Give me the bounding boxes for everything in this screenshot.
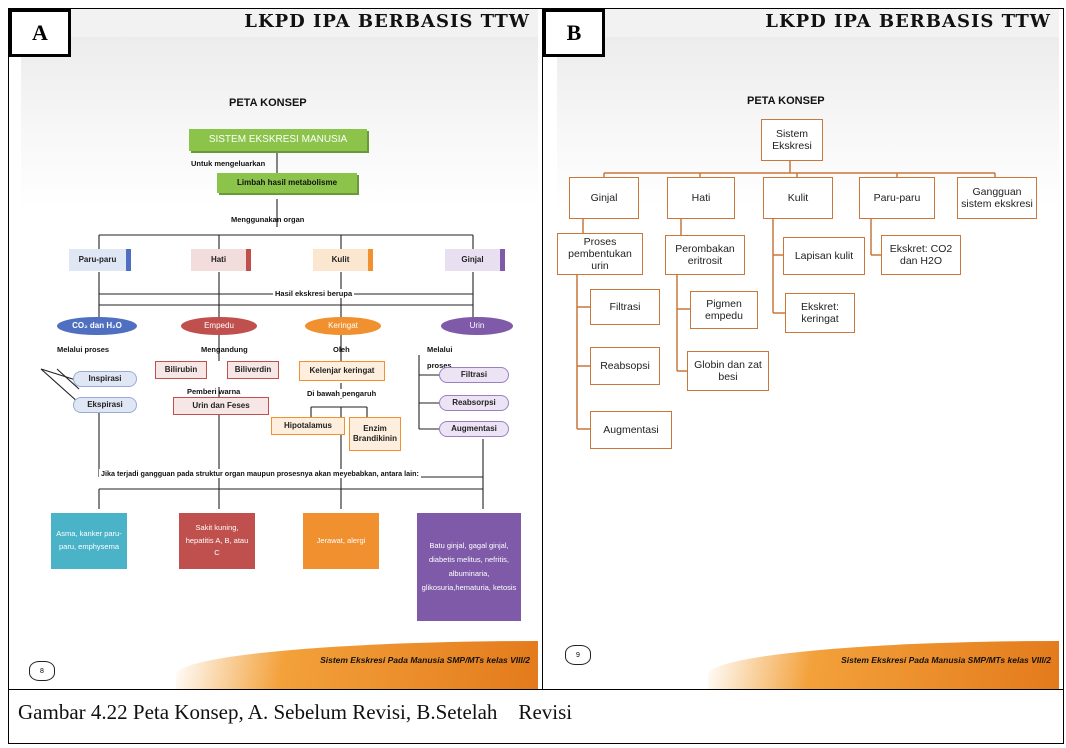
link-melalui: Melalui [427, 345, 453, 354]
organ-ginjal: Ginjal [445, 249, 505, 271]
disease-paru-paru: Asma, kanker paru-paru, emphysema [51, 513, 127, 569]
page-header-bar [21, 9, 538, 37]
node-ginjal: Ginjal [569, 177, 639, 219]
concept-map-title: PETA KONSEP [747, 95, 825, 107]
node-filtrasi: Filtrasi [590, 289, 660, 325]
node-globin-zat-besi: Globin dan zat besi [687, 351, 769, 391]
footer-wave-decoration [707, 641, 1059, 689]
panel-a: LKPD IPA BERBASIS TTW [9, 9, 542, 689]
node-paru-paru: Paru-paru [859, 177, 935, 219]
node-reabsorpsi: Reabsorpsi [439, 395, 509, 411]
worksheet-header-title: LKPD IPA BERBASIS TTW [244, 11, 530, 32]
organ-kulit: Kulit [313, 249, 373, 271]
concept-map-connectors [576, 161, 996, 430]
footer-subject-text: Sistem Ekskresi Pada Manusia SMP/MTs kel… [320, 655, 530, 665]
node-reabsopsi: Reabsopsi [590, 347, 660, 385]
node-urin-feses: Urin dan Feses [173, 397, 269, 415]
link-di-bawah-pengaruh: Di bawah pengaruh [307, 389, 377, 398]
node-biliverdin: Biliverdin [227, 361, 279, 379]
root-node-sistem-ekskresi: SISTEM EKSKRESI MANUSIA [189, 129, 367, 151]
panel-b: LKPD IPA BERBASIS TTW [543, 9, 1063, 689]
node-proses-pembentukan-urin: Proses pembentukan urin [557, 233, 643, 275]
link-proses: proses [427, 361, 452, 370]
link-pemberi-warna: Pemberi warna [187, 387, 241, 396]
page-number-badge: 9 [565, 645, 591, 665]
node-ekskret-co2-h2o: Ekskret: CO2 dan H2O [881, 235, 961, 275]
node-hipotalamus: Hipotalamus [271, 417, 345, 435]
worksheet-header-title: LKPD IPA BERBASIS TTW [765, 11, 1051, 32]
product-keringat: Keringat [305, 317, 381, 335]
node-augmentasi: Augmentasi [590, 411, 672, 449]
link-melalui-proses: Melalui proses [57, 345, 110, 354]
figure-caption: Gambar 4.22 Peta Konsep, A. Sebelum Revi… [18, 700, 573, 724]
concept-map-title: PETA KONSEP [229, 97, 307, 109]
node-bilirubin: Bilirubin [155, 361, 207, 379]
node-ekspirasi: Ekspirasi [73, 397, 137, 413]
page-footer-a: Sistem Ekskresi Pada Manusia SMP/MTs kel… [21, 619, 538, 689]
footer-subject-text: Sistem Ekskresi Pada Manusia SMP/MTs kel… [841, 655, 1051, 665]
link-hasil-ekskresi: Hasil ekskresi berupa [273, 289, 355, 298]
page-number-badge: 8 [29, 661, 55, 681]
node-pigmen-empedu: Pigmen empedu [690, 291, 758, 329]
product-urin: Urin [441, 317, 513, 335]
node-gangguan-sistem-ekskresi: Gangguan sistem ekskresi [957, 177, 1037, 219]
worksheet-page-a: LKPD IPA BERBASIS TTW [21, 9, 538, 689]
panel-label-a: A [9, 9, 71, 57]
disease-ginjal: Batu ginjal, gagal ginjal, diabetis meli… [417, 513, 521, 621]
footer-wave-decoration [176, 641, 538, 689]
product-co2-h2o: CO₂ dan H₂O [57, 317, 137, 335]
disease-hati: Sakit kuning, hepatitis A, B, atau C [179, 513, 255, 569]
node-inspirasi: Inspirasi [73, 371, 137, 387]
node-augmentasi: Augmentasi [439, 421, 509, 437]
node-kelenjar-keringat: Kelenjar keringat [299, 361, 385, 381]
node-perombakan-eritrosit: Perombakan eritrosit [665, 235, 745, 275]
node-kulit: Kulit [763, 177, 833, 219]
root-node-sistem-ekskresi: Sistem Ekskresi [761, 119, 823, 161]
link-oleh: Oleh [333, 345, 350, 354]
figure-frame [8, 8, 1064, 744]
page-header-bar [557, 9, 1059, 37]
node-filtrasi: Filtrasi [439, 367, 509, 383]
page-footer-b: Sistem Ekskresi Pada Manusia SMP/MTs kel… [557, 619, 1059, 689]
link-gangguan: Jika terjadi gangguan pada struktur orga… [99, 469, 421, 478]
link-menggunakan-organ: Menggunakan organ [231, 215, 305, 224]
node-limbah-metabolisme: Limbah hasil metabolisme [217, 173, 357, 193]
organ-hati: Hati [191, 249, 251, 271]
caption-divider [8, 689, 1064, 690]
link-untuk-mengeluarkan: Untuk mengeluarkan [191, 159, 266, 168]
product-empedu: Empedu [181, 317, 257, 335]
node-hati: Hati [667, 177, 735, 219]
panel-label-b: B [543, 9, 605, 57]
node-lapisan-kulit: Lapisan kulit [783, 237, 865, 275]
panel-divider [542, 8, 543, 689]
disease-kulit: Jerawat, alergi [303, 513, 379, 569]
organ-paru-paru: Paru-paru [69, 249, 131, 271]
node-enzim-brandikinin: Enzim Brandikinin [349, 417, 401, 451]
link-mengandung: Mengandung [201, 345, 248, 354]
node-ekskret-keringat: Ekskret: keringat [785, 293, 855, 333]
worksheet-page-b: LKPD IPA BERBASIS TTW [557, 9, 1059, 689]
